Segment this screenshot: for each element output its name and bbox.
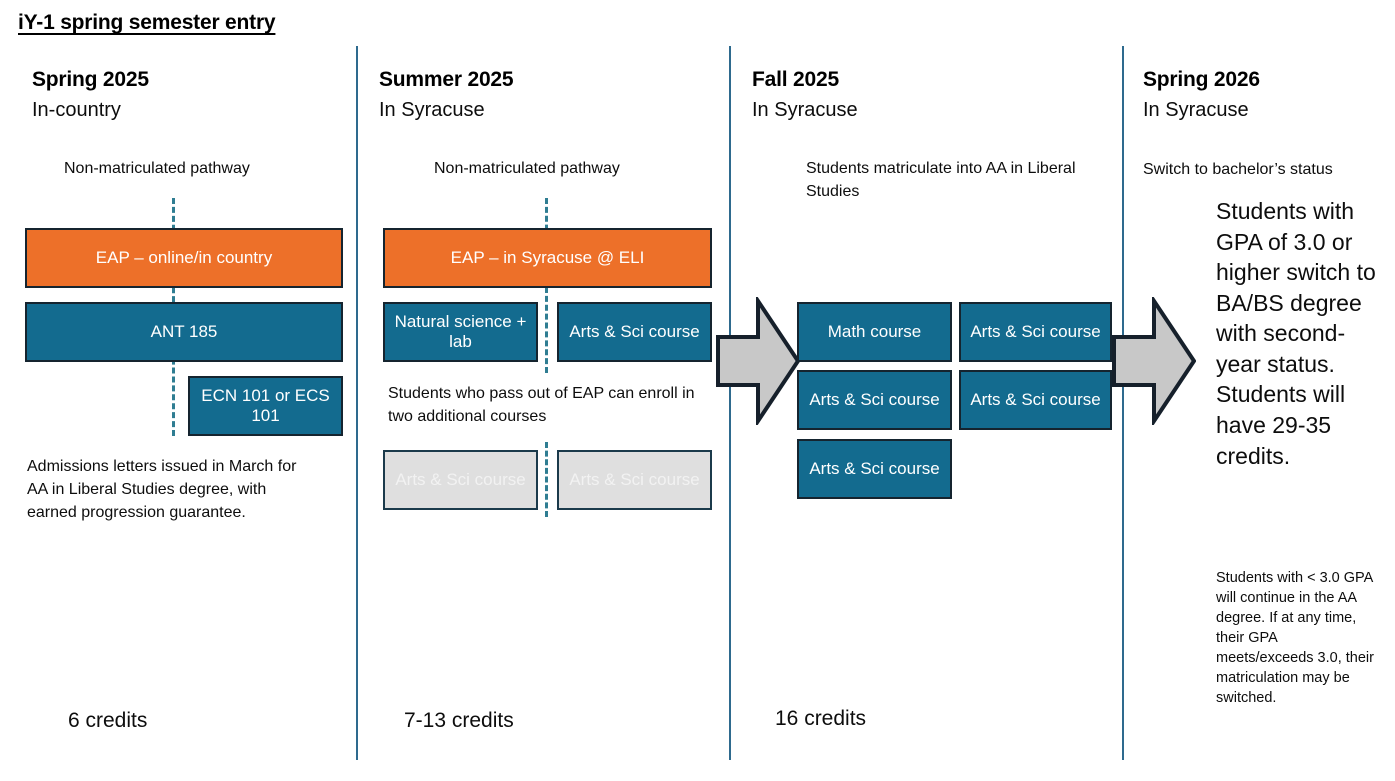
column-2-box-natural-sci[interactable]: Natural science + lab: [383, 302, 538, 362]
column-1-term: Spring 2025: [32, 68, 149, 91]
column-2-box-arts-sci-1[interactable]: Arts & Sci course: [557, 302, 712, 362]
column-1-footnote: Admissions letters issued in March for A…: [27, 458, 297, 522]
arrow-summer-to-fall: [716, 294, 801, 428]
column-2-location: In Syracuse: [379, 99, 485, 121]
column-3-credits: 16 credits: [775, 707, 867, 730]
column-1-credits: 6 credits: [68, 709, 148, 732]
column-3-box-arts-sci-2[interactable]: Arts & Sci course: [797, 370, 952, 430]
column-4-main-note: Students with GPA of 3.0 or higher switc…: [1216, 198, 1376, 469]
column-4-small-note: Students with < 3.0 GPA will continue in…: [1216, 570, 1374, 706]
column-3-matriculation-note: Students matriculate into AA in Liberal …: [806, 160, 1076, 201]
column-2-term: Summer 2025: [379, 68, 514, 91]
column-1-pathway-note: Non-matriculated pathway: [64, 160, 250, 177]
arrow-fall-to-spring: [1112, 294, 1197, 428]
column-divider-3: [1122, 46, 1124, 760]
column-2-mid-note: Students who pass out of EAP can enroll …: [388, 385, 695, 426]
page-title: iY-1 spring semester entry: [18, 11, 276, 34]
column-2-credits: 7-13 credits: [404, 709, 514, 732]
column-divider-1: [356, 46, 358, 760]
column-2-box-arts-sci-optional-2[interactable]: Arts & Sci course: [557, 450, 712, 510]
column-1-location: In-country: [32, 99, 121, 121]
column-2-box-arts-sci-optional-1[interactable]: Arts & Sci course: [383, 450, 538, 510]
column-2-box-eap[interactable]: EAP – in Syracuse @ ELI: [383, 228, 712, 288]
column-3-box-math[interactable]: Math course: [797, 302, 952, 362]
column-3-term: Fall 2025: [752, 68, 839, 91]
column-3-box-arts-sci-4[interactable]: Arts & Sci course: [797, 439, 952, 499]
column-4-term: Spring 2026: [1143, 68, 1260, 91]
column-1-box-ecn-ecs[interactable]: ECN 101 or ECS 101: [188, 376, 343, 436]
column-2-pathway-note: Non-matriculated pathway: [434, 160, 620, 177]
column-4-location: In Syracuse: [1143, 99, 1249, 121]
column-1-box-eap[interactable]: EAP – online/in country: [25, 228, 343, 288]
column-2-dashed-guide-lower: [545, 442, 548, 517]
column-1-box-ant185[interactable]: ANT 185: [25, 302, 343, 362]
column-divider-2: [729, 46, 731, 760]
column-3-box-arts-sci-1[interactable]: Arts & Sci course: [959, 302, 1112, 362]
column-3-location: In Syracuse: [752, 99, 858, 121]
column-4-switch-note: Switch to bachelor’s status: [1143, 161, 1333, 178]
column-3-box-arts-sci-3[interactable]: Arts & Sci course: [959, 370, 1112, 430]
